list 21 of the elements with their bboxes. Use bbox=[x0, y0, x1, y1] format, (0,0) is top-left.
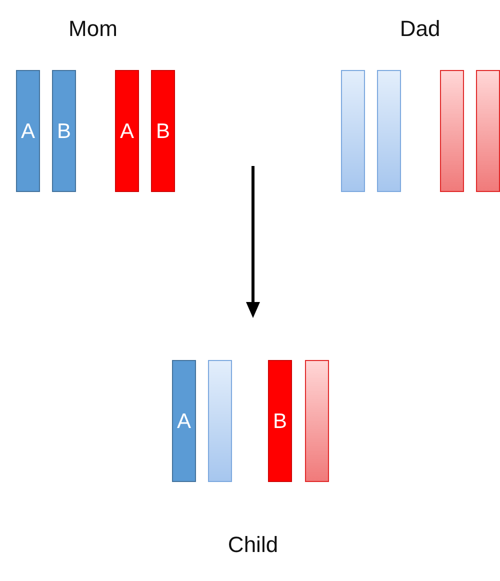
chromosome-bar bbox=[341, 70, 365, 192]
chromosome-letter: A bbox=[20, 120, 35, 142]
chromosome-letter: B bbox=[272, 410, 287, 432]
chromosome-letter: A bbox=[176, 410, 191, 432]
chromosome-bar bbox=[305, 360, 329, 482]
chromosome-letter: A bbox=[120, 120, 134, 142]
chromosome-bar bbox=[268, 360, 292, 482]
chromosome-bar bbox=[476, 70, 500, 192]
chromosome-bar bbox=[115, 70, 139, 192]
chromosome-bar bbox=[52, 70, 76, 192]
chromosome-bar bbox=[151, 70, 175, 192]
group-label: Mom bbox=[68, 16, 118, 42]
chromosome-bar bbox=[172, 360, 196, 482]
chromosome-bar bbox=[440, 70, 464, 192]
group-label: Dad bbox=[400, 16, 440, 42]
chromosome-letter: B bbox=[56, 120, 71, 142]
chromosome-bar bbox=[377, 70, 401, 192]
chromosome-letter: B bbox=[156, 120, 170, 142]
chromosome-bar bbox=[16, 70, 40, 192]
chromosome-bar bbox=[208, 360, 232, 482]
group-label: Child bbox=[228, 532, 278, 558]
